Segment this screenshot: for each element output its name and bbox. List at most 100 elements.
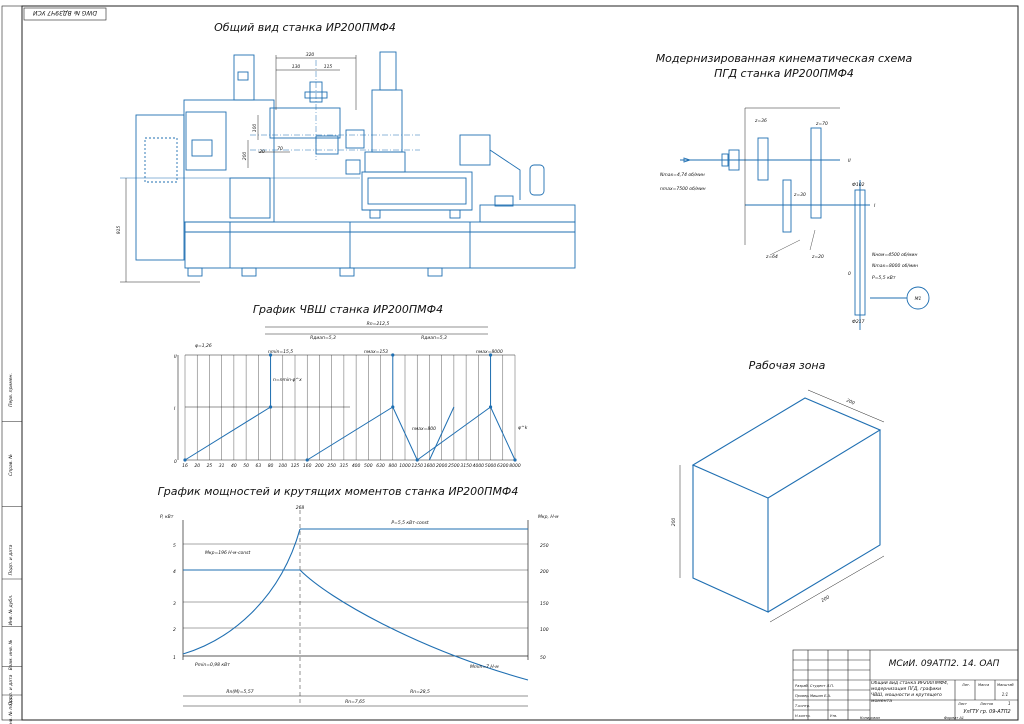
kin-nmax-small: Nmax=4,74 об/мин (660, 172, 705, 178)
wz-dim-left: 200 (671, 518, 677, 527)
kin-z30: z=30 (793, 192, 806, 198)
dim-115: 115 (324, 64, 333, 70)
chvsh-x-tick: 8000 (509, 463, 521, 469)
power-range-left: Rn(M)=5,57 (226, 689, 253, 695)
chvsh-ray (490, 406, 516, 461)
chvsh-x-tick: 80 (268, 463, 274, 469)
chvsh-x-tick: 1000 (399, 463, 411, 469)
chvsh-x-tick: 20 (194, 463, 200, 469)
kin-motor: М1 (915, 296, 922, 302)
machine-view-title: Общий вид станка ИР200ПМФ4 (214, 21, 396, 34)
work-zone-cube (691, 397, 882, 613)
chvsh-x-tick: 630 (376, 463, 385, 469)
chvsh-node-3: nмах=800 (412, 426, 436, 432)
tb-description: Общий вид станка ИР200ПМФ4, модернизация… (871, 681, 949, 704)
kin-z64: z=64 (765, 254, 778, 260)
sheet-border (21, 5, 1019, 721)
tb-letter-label: Лит. (961, 683, 970, 687)
chvsh-x-tick: 100 (278, 463, 287, 469)
kin-d102: Ф102 (852, 182, 865, 188)
power-yr-200: 200 (540, 569, 549, 575)
tb-mass-label: Масса (978, 683, 989, 687)
dim-70: 70 (277, 146, 283, 152)
dim-100: 100 (252, 124, 258, 133)
kinematic-scheme (680, 107, 930, 330)
chvsh-x-tick: 16 (182, 463, 188, 469)
kin-n-nom: Nном=4500 об/мин (872, 252, 917, 258)
kin-shaft-0: 0 (848, 271, 851, 277)
power-yr-250: 250 (540, 543, 549, 549)
kinematic-title-1: Модернизированная кинематическая схема (656, 52, 913, 65)
chvsh-x-tick: 2500 (448, 463, 460, 469)
dim-20: 20 (259, 149, 265, 155)
chvsh-node (391, 353, 395, 357)
chvsh-y-0: 0 (174, 459, 177, 465)
m-min-label: Mmin=7 Н·м (470, 664, 499, 670)
chvsh-node (268, 353, 273, 357)
wz-dim-top: 200 (845, 398, 855, 407)
chvsh-ray (306, 406, 394, 461)
tb-scale-label: Масштаб (997, 683, 1014, 687)
chvsh-node-1: nmin=15,5 (268, 349, 293, 355)
chvsh-node-2: nмах=153 (364, 349, 388, 355)
work-zone-dimensions (679, 389, 885, 623)
power-title: График мощностей и крутящих моментов ста… (158, 485, 519, 498)
machine-general-view (120, 51, 576, 277)
left-margin-label: Взам. инв. № (8, 639, 14, 670)
power-y-5: 5 (173, 543, 176, 549)
chvsh-x-tick: 200 (315, 463, 324, 469)
power-graph (182, 510, 529, 707)
chvsh-ray (184, 406, 271, 461)
power-y-right-label: Mкр, Н·м (538, 514, 559, 520)
tb-role-tcontr: Т.контр. (795, 704, 810, 708)
chvsh-node (391, 405, 395, 409)
power-node-top: 268 (296, 505, 305, 511)
chvsh-x-tick: 50 (243, 463, 249, 469)
chvsh-x-tick: 63 (255, 463, 261, 469)
dim-200: 200 (242, 152, 248, 161)
chvsh-node-4: nмах=8000 (476, 349, 503, 355)
machine-dimensions (120, 55, 357, 283)
chvsh-x-tick: 3150 (460, 463, 472, 469)
left-margin-label: Подп. и дата (8, 674, 14, 705)
chvsh-x-tick: 25 (207, 463, 213, 469)
chvsh-title: График ЧВШ станка ИР200ПМФ4 (253, 303, 443, 316)
tb-scale-value: 1:1 (1002, 692, 1008, 697)
chvsh-x-tick: 1600 (424, 463, 436, 469)
chvsh-node (183, 458, 187, 462)
kin-shaft-1: I (874, 203, 876, 209)
chvsh-ray (392, 406, 418, 461)
tb-copied: Копировал (860, 716, 881, 720)
chvsh-y-2: II (174, 354, 177, 360)
left-margin-label: Подп. и дата (8, 544, 14, 575)
chvsh-node (305, 458, 309, 462)
power-y-left-label: P, кВт (160, 514, 174, 520)
left-margin-strip (1, 5, 23, 721)
power-y-4: 4 (173, 569, 176, 575)
chvsh-x-tick: 315 (340, 463, 349, 469)
kin-n-max: Nmax=8000 об/мин (872, 263, 918, 269)
chvsh-ray (428, 406, 455, 461)
kin-nmax-7500: nmax=7500 об/мин (660, 186, 706, 192)
tb-role-ncontr: Н.контр. (795, 714, 811, 718)
power-y-1: 1 (173, 655, 176, 661)
kin-z20: z=20 (811, 254, 824, 260)
tb-name-checker: Мишин Е.А. (810, 694, 831, 698)
tb-sheet-label: Лист (957, 702, 968, 706)
tb-format: Формат A1 (944, 716, 964, 720)
left-margin-label: Перв. примен. (8, 373, 14, 407)
chvsh-x-tick: 4000 (473, 463, 485, 469)
tb-name-student: Студент Л.П. (810, 684, 834, 688)
chvsh-x-tick: 1250 (411, 463, 423, 469)
left-margin-label: Инв. № подл. (8, 696, 14, 724)
chvsh-x-tick: 125 (291, 463, 300, 469)
chvsh-x-tick: 2000 (436, 463, 448, 469)
tb-code: МСиИ. 09АТП2. 14. ОАП (889, 659, 1000, 669)
chvsh-x-tick: 250 (327, 463, 336, 469)
corner-stamp: DWG № ВД39Ч7 УСИ (23, 7, 107, 21)
chvsh-range-1: Rдиап=5,3 (310, 335, 336, 341)
chvsh-node (513, 458, 517, 462)
